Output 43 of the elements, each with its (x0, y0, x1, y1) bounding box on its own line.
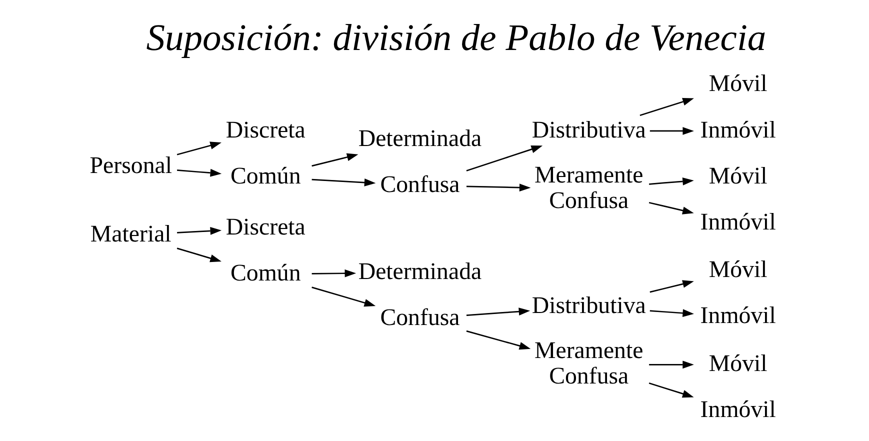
node-text: Móvil (708, 350, 768, 377)
arrow (466, 145, 543, 172)
arrow (640, 98, 694, 116)
node-text: Móvil (708, 257, 768, 284)
node-text: Inmóvil (700, 117, 776, 144)
arrow (312, 286, 376, 307)
node-text: Distributiva (532, 292, 646, 319)
node-text: Discreta (226, 117, 306, 144)
node-text: Material (90, 221, 172, 248)
node-text: Inmóvil (700, 303, 776, 330)
arrow (177, 168, 222, 177)
node-text: Común (230, 163, 301, 190)
node-text: Común (230, 260, 301, 287)
node-text: Personal (90, 153, 172, 180)
arrow (177, 227, 222, 235)
node-text: Inmóvil (700, 209, 776, 236)
node-text: Discreta (226, 214, 306, 240)
arrow (466, 184, 531, 192)
arrow (649, 177, 694, 186)
node-text: Meramente Confusa (534, 338, 644, 390)
arrow (312, 269, 356, 278)
diagram-title: Suposición: división de Pablo de Venecia (146, 18, 766, 60)
arrow (176, 248, 222, 262)
node-text: Determinada (358, 126, 482, 152)
arrow (648, 202, 694, 214)
node-text: Móvil (708, 71, 768, 98)
arrow (648, 382, 694, 398)
node-text: Confusa (380, 304, 460, 331)
arrow (176, 142, 222, 156)
arrow (649, 360, 694, 369)
arrow (650, 309, 694, 318)
node-text: Confusa (380, 172, 460, 198)
arrow (312, 153, 358, 167)
node-text: Inmóvil (700, 397, 776, 423)
node-text: Meramente Confusa (534, 162, 644, 214)
arrow (466, 308, 530, 316)
arrow (466, 330, 531, 350)
node-text: Distributiva (532, 117, 646, 144)
arrow (650, 280, 694, 293)
arrow (650, 127, 694, 135)
arrow (312, 178, 376, 186)
node-text: Determinada (358, 258, 482, 285)
node-text: Móvil (708, 163, 768, 190)
